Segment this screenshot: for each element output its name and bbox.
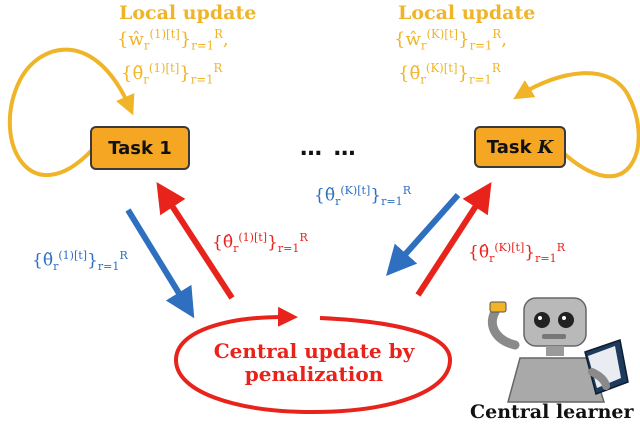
local-w-left: {ŵr(1)[t]}r=1R,	[117, 27, 229, 53]
task-1-box: Task 1	[90, 126, 190, 170]
red-arrow-right	[415, 181, 492, 297]
left-self-loop-arrow	[7, 47, 135, 177]
local-theta-right: {θ̃r(K)[t]}r=1R	[398, 61, 501, 87]
central-update-cycle	[173, 306, 453, 415]
right-self-loop-arrow	[513, 71, 640, 179]
blue-theta-left: {θ̃r(1)[t]}r=1R	[32, 249, 128, 274]
local-w-right: {ŵr(K)[t]}r=1R,	[394, 27, 507, 53]
robot-illustration	[487, 297, 629, 403]
local-update-right-heading: Local update	[398, 2, 536, 24]
central-update-line-2: penalization	[244, 362, 384, 386]
local-update-left-heading: Local update	[119, 2, 257, 24]
red-theta-right: {θ̂r(K)[t]}r=1R	[468, 241, 566, 266]
blue-theta-right: {θ̃r(K)[t]}r=1R	[314, 184, 412, 209]
local-theta-left: {θ̃r(1)[t]}r=1R	[121, 61, 223, 87]
task-k-variable: K	[537, 136, 554, 158]
central-update-line-1: Central update by	[213, 339, 415, 363]
blue-arrow-left	[125, 208, 195, 319]
central-learner-label: Central learner	[470, 401, 634, 423]
central-update-text: Central update by penalization	[196, 340, 432, 386]
task-1-label: Task 1	[108, 137, 172, 159]
task-ellipsis: … …	[300, 136, 358, 161]
red-theta-left: {θ̂r(1)[t]}r=1R	[212, 231, 308, 256]
blue-arrow-right	[386, 193, 461, 276]
task-k-word: Task	[486, 136, 532, 158]
red-arrow-left	[156, 181, 235, 300]
